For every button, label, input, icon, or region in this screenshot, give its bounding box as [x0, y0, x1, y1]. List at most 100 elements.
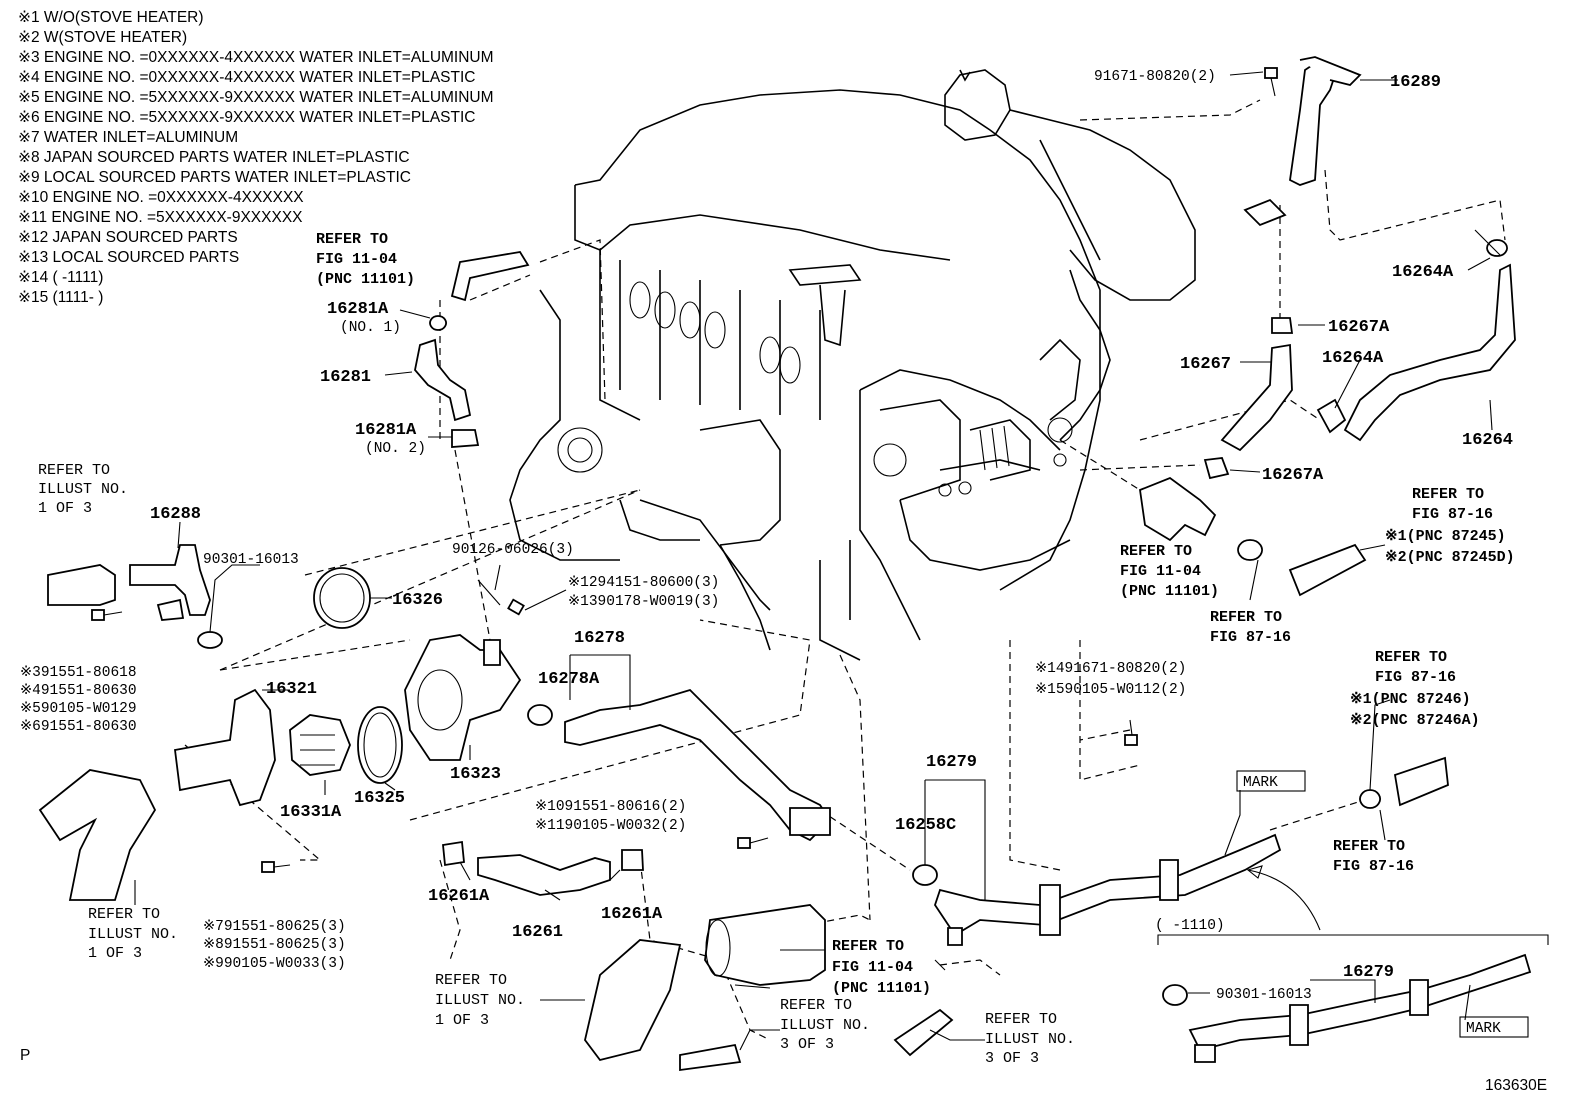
label-16281A-1-sub: (NO. 1)	[340, 320, 401, 336]
clamp-16264A-top	[1486, 239, 1508, 257]
hose-16281	[414, 338, 472, 422]
hose-87246	[1393, 756, 1449, 807]
label-90301-left: 90301-16013	[203, 552, 299, 568]
bolt-note14-15	[1124, 719, 1138, 746]
label-16281A-1: 16281A	[327, 300, 389, 319]
label-16279-inset: 16279	[1343, 963, 1394, 982]
ref-fig8716-right-1: REFER TO	[1412, 486, 1484, 503]
note-12: ※12 JAPAN SOURCED PARTS	[18, 229, 238, 246]
note-9: ※9 LOCAL SOURCED PARTS WATER INLET=PLAST…	[18, 169, 411, 186]
leader-lines	[134, 71, 1501, 1051]
ref-illust-3b-2: ILLUST NO.	[985, 1031, 1075, 1048]
refer-labels: REFER TO FIG 11-04 (PNC 11101) REFER TO …	[38, 231, 1515, 1067]
label-note12-part: ※1294151-80600(3)	[568, 575, 719, 591]
thermostat-16331A	[289, 714, 351, 776]
label-note5-part: ※590105-W0129	[20, 701, 137, 717]
ref-fig1104-mid-3: (PNC 11101)	[1120, 583, 1219, 600]
ref-illust-bm-2: ILLUST NO.	[435, 992, 525, 1009]
note-10: ※10 ENGINE NO. =0XXXXXX-4XXXXXX	[18, 189, 304, 206]
ref-illust-3b-1: REFER TO	[985, 1011, 1057, 1028]
label-mark-2: MARK	[1466, 1021, 1501, 1037]
hose-87245	[1288, 543, 1367, 597]
label-16288: 16288	[150, 505, 201, 524]
hose-16267	[1220, 343, 1293, 452]
water-inlet-16321	[174, 688, 276, 807]
label-16267: 16267	[1180, 355, 1231, 374]
label-16326: 16326	[392, 591, 443, 610]
housing-16323	[404, 634, 522, 761]
ref-illust-3a-2: ILLUST NO.	[780, 1017, 870, 1034]
note-2: ※2 W(STOVE HEATER)	[18, 29, 187, 46]
label-16331A: 16331A	[280, 803, 342, 822]
part-labels: 16289 91671-80820(2) 16264A 16267A 16267…	[20, 69, 1513, 1037]
ref-illust-bl-3: 1 OF 3	[88, 945, 142, 962]
ref-fig1104-top-2: FIG 11-04	[316, 251, 397, 268]
clamp-16267A-bot	[1203, 457, 1230, 480]
label-16321: 16321	[266, 680, 317, 699]
label-note15-part: ※1590105-W0112(2)	[1035, 682, 1186, 698]
pipe-16279	[934, 833, 1282, 937]
ref-fig8716-right2-1: REFER TO	[1375, 649, 1447, 666]
clamp-16261A-right	[621, 849, 644, 871]
ref-fig1104-top-3: (PNC 11101)	[316, 271, 415, 288]
ref-illust-left-3: 1 OF 3	[38, 500, 92, 517]
label-16278: 16278	[574, 629, 625, 648]
label-16281A-2-sub: (NO. 2)	[365, 441, 426, 457]
ref-fig8716-right-3: ※1(PNC 87245)	[1385, 528, 1506, 545]
clamp-16281A-2	[451, 429, 480, 448]
label-note9-part: ※990105-W0033(3)	[203, 956, 346, 972]
ref-fig1104-bot-2: FIG 11-04	[832, 959, 913, 976]
ref-illust-3b-3: 3 OF 3	[985, 1050, 1039, 1067]
label-91671-top: 91671-80820(2)	[1094, 69, 1216, 85]
label-note10-part: ※1091551-80616(2)	[535, 799, 686, 815]
note-3: ※3 ENGINE NO. =0XXXXXX-4XXXXXX WATER INL…	[18, 49, 494, 66]
hose-16261	[477, 854, 611, 896]
bracket-16288	[156, 598, 185, 621]
hose-bottom-3of3-a	[679, 1043, 742, 1072]
pipe-16279-inset	[1188, 953, 1532, 1052]
hose-left-lower	[38, 769, 157, 901]
ref-fig1104-bot-1: REFER TO	[832, 938, 904, 955]
label-note14-part: ※1491671-80820(2)	[1035, 661, 1186, 677]
clamp-16261A-left	[442, 840, 465, 867]
label-inset-range: ( -1110)	[1155, 918, 1225, 934]
ref-fig1104-mid-1: REFER TO	[1120, 543, 1192, 560]
oring-16278A	[527, 704, 553, 726]
engine-block	[509, 69, 1196, 661]
note-14: ※14 ( -1111)	[18, 269, 103, 286]
ref-fig8716-low-1: REFER TO	[1333, 838, 1405, 855]
label-16261A-right: 16261A	[601, 905, 663, 924]
ref-illust-bm-1: REFER TO	[435, 972, 507, 989]
inset-frame	[1157, 865, 1549, 945]
bolt-note3-6	[91, 609, 123, 621]
clamp-16264A-mid	[1316, 398, 1347, 434]
pipe-fig1104-top	[450, 251, 530, 302]
label-note7-part: ※791551-80625(3)	[203, 919, 346, 935]
figure-id: 163630E	[1485, 1077, 1547, 1094]
clamp-16267A-top	[1271, 317, 1294, 334]
ref-illust-left-2: ILLUST NO.	[38, 481, 128, 498]
clamp-87246	[1359, 789, 1381, 809]
note-5: ※5 ENGINE NO. =5XXXXXX-9XXXXXX WATER INL…	[18, 89, 494, 106]
pipe-16289-end	[1299, 56, 1362, 86]
label-16281A-2: 16281A	[355, 421, 417, 440]
note-13: ※13 LOCAL SOURCED PARTS	[18, 249, 239, 266]
oring-16258C	[912, 864, 938, 886]
label-mark-1: MARK	[1243, 775, 1278, 791]
notes-list: ※1 W/O(STOVE HEATER) ※2 W(STOVE HEATER) …	[18, 9, 494, 306]
label-16323: 16323	[450, 765, 501, 784]
ref-fig8716-right-2: FIG 87-16	[1412, 506, 1493, 523]
label-16267A-bot: 16267A	[1262, 466, 1324, 485]
pipe-16289	[1289, 58, 1337, 186]
hose-16264	[1343, 263, 1516, 442]
clamp-87245	[1237, 539, 1263, 561]
fitting-11101-mid	[1139, 476, 1217, 542]
label-note3-part: ※391551-80618	[20, 665, 137, 681]
bolt-90126	[477, 579, 525, 616]
note-15: ※15 (1111- )	[18, 289, 103, 306]
label-16267A-top: 16267A	[1328, 318, 1390, 337]
pipe-16278	[564, 688, 832, 842]
gasket-16325	[357, 706, 403, 784]
gasket-16326	[313, 567, 371, 629]
